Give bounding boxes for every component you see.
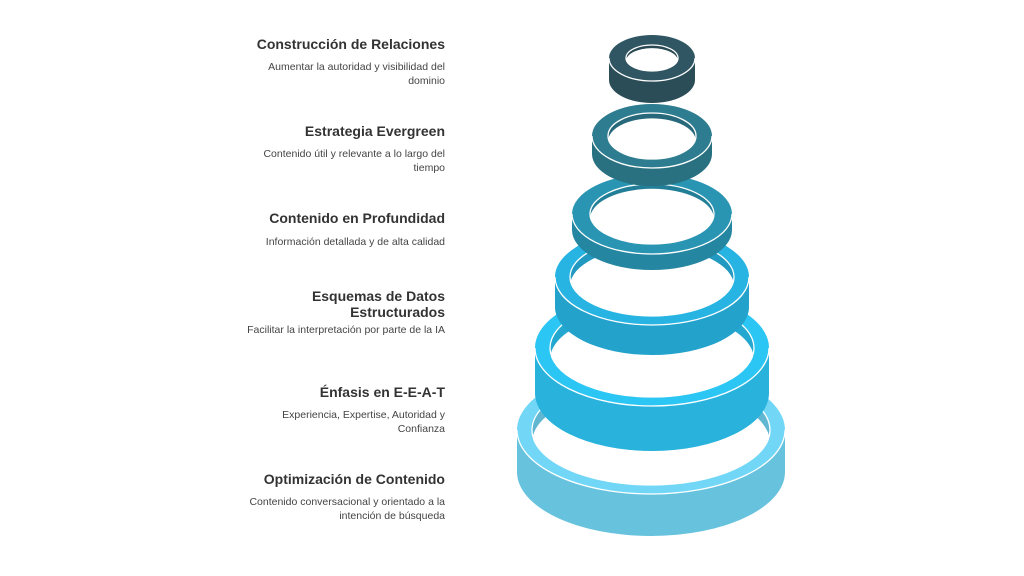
level-description: Información detallada y de alta calidad — [265, 236, 445, 248]
level-5: Énfasis en E-E-A-T Experiencia, Expertis… — [215, 384, 445, 436]
level-title: Esquemas de Datos Estructurados — [311, 288, 445, 320]
level-1: Construcción de Relaciones Aumentar la a… — [215, 36, 445, 88]
level-title: Estrategia Evergreen — [304, 123, 445, 139]
ring-inner-wall — [626, 45, 678, 62]
level-6: Optimización de Contenido Contenido conv… — [215, 471, 445, 523]
level-description: Experiencia, Expertise, Autoridad y Conf… — [282, 409, 445, 435]
ring-inner-wall — [590, 184, 714, 219]
ring-level-3 — [571, 174, 733, 270]
level-title: Énfasis en E-E-A-T — [319, 384, 445, 400]
ring-inner-edge — [607, 112, 697, 160]
ring-level-1 — [608, 35, 696, 103]
level-4: Esquemas de Datos Estructurados Facilita… — [215, 288, 445, 338]
level-description: Facilitar la interpretación por parte de… — [247, 324, 445, 336]
level-3: Contenido en Profundidad Información det… — [215, 210, 445, 250]
level-description: Aumentar la autoridad y visibilidad del … — [268, 61, 445, 87]
level-description: Contenido útil y relevante a lo largo de… — [263, 148, 445, 174]
ring-inner-edge — [625, 44, 679, 72]
ring-front-edge — [554, 276, 750, 326]
level-title: Construcción de Relaciones — [256, 36, 445, 52]
ring-top — [609, 35, 695, 81]
level-title: Optimización de Contenido — [263, 471, 445, 487]
ring-front-edge — [571, 213, 733, 255]
ring-front-edge — [516, 429, 786, 495]
level-description: Contenido conversacional y orientado a l… — [249, 496, 445, 522]
ring-hole — [590, 184, 714, 244]
level-2: Estrategia Evergreen Contenido útil y re… — [215, 123, 445, 175]
level-title: Contenido en Profundidad — [269, 210, 445, 226]
ring-hole — [626, 45, 678, 71]
ring-inner-wall — [608, 113, 696, 142]
ring-front-edge — [591, 135, 713, 169]
ring-front-edge — [534, 347, 770, 407]
ring-hole — [608, 113, 696, 159]
ring-front-edge — [608, 57, 696, 82]
ring-level-2 — [591, 104, 713, 186]
